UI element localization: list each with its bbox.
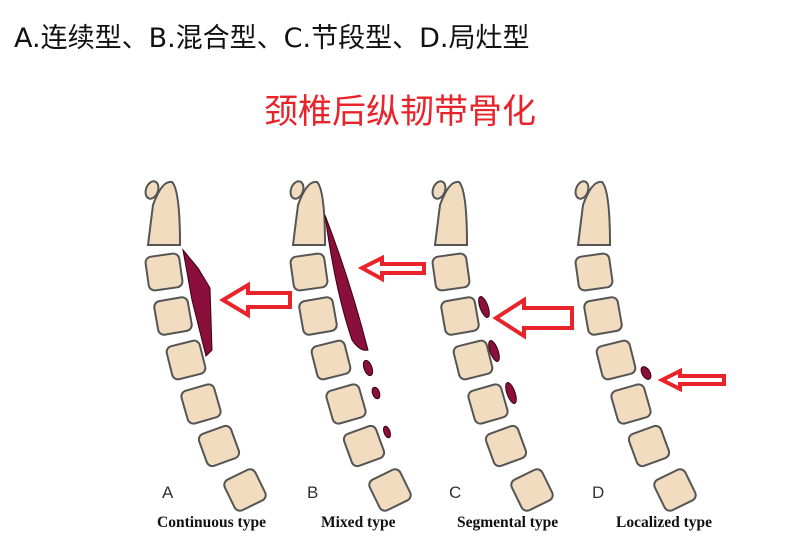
- vertebral-body: [452, 339, 494, 381]
- vertebral-body: [165, 339, 207, 381]
- panel-letter-a: A: [162, 483, 174, 502]
- ossification-segmental: [488, 340, 500, 362]
- arrow-b: [357, 254, 426, 283]
- caption-d: Localized type: [616, 514, 712, 531]
- caption-c: Segmental type: [457, 514, 559, 531]
- ossification-mixed-blob: [371, 386, 381, 400]
- caption-a: Continuous type: [157, 514, 266, 531]
- vertebral-body: [484, 424, 528, 468]
- ossification-continuous: [182, 248, 213, 357]
- arrow-d: [657, 367, 726, 393]
- arrow-a: [219, 281, 292, 319]
- axis-vertebra: [433, 180, 469, 246]
- vertebral-body: [583, 296, 623, 336]
- vertebral-body: [595, 339, 637, 381]
- vertebral-body: [289, 252, 329, 292]
- vertebral-body: [223, 468, 267, 512]
- panel-letter-b: B: [307, 483, 319, 502]
- arrow-c: [492, 296, 574, 340]
- ossification-segmental: [505, 382, 517, 404]
- ossification-localized: [640, 366, 652, 380]
- axis-vertebra: [146, 180, 182, 246]
- caption-b: Mixed type: [321, 514, 396, 531]
- panel-letter-c: C: [449, 483, 462, 502]
- vertebral-body: [368, 468, 412, 512]
- axis-vertebra: [576, 180, 612, 246]
- vertebral-body: [440, 296, 480, 336]
- axis-vertebra: [291, 180, 327, 246]
- vertebral-body: [653, 468, 697, 512]
- vertebral-body: [298, 296, 338, 336]
- vertebral-body: [467, 383, 509, 425]
- vertebral-body: [431, 252, 471, 292]
- vertebral-body: [197, 424, 241, 468]
- spine-c: [431, 180, 554, 512]
- spine-b: [289, 180, 412, 512]
- spine-a: [144, 180, 267, 512]
- ossification-mixed-long: [324, 214, 369, 351]
- vertebral-body: [310, 339, 352, 381]
- vertebral-body: [153, 296, 193, 336]
- ossification-mixed-blob: [362, 359, 374, 377]
- diagram-title: 颈椎后纵韧带骨化: [264, 92, 536, 132]
- panel-letter-d: D: [592, 483, 605, 502]
- vertebral-body: [342, 424, 386, 468]
- vertebral-body: [627, 424, 671, 468]
- vertebral-body: [325, 383, 367, 425]
- vertebral-body: [510, 468, 554, 512]
- vertebral-body: [180, 383, 222, 425]
- vertebral-body: [144, 252, 184, 292]
- vertebral-body: [610, 383, 652, 425]
- spine-d: [574, 180, 697, 512]
- ossification-mixed-blob: [383, 425, 391, 439]
- ossification-segmental: [478, 296, 490, 318]
- vertebral-body: [574, 252, 614, 292]
- question-text: A.连续型、B.混合型、C.节段型、D.局灶型: [14, 23, 530, 54]
